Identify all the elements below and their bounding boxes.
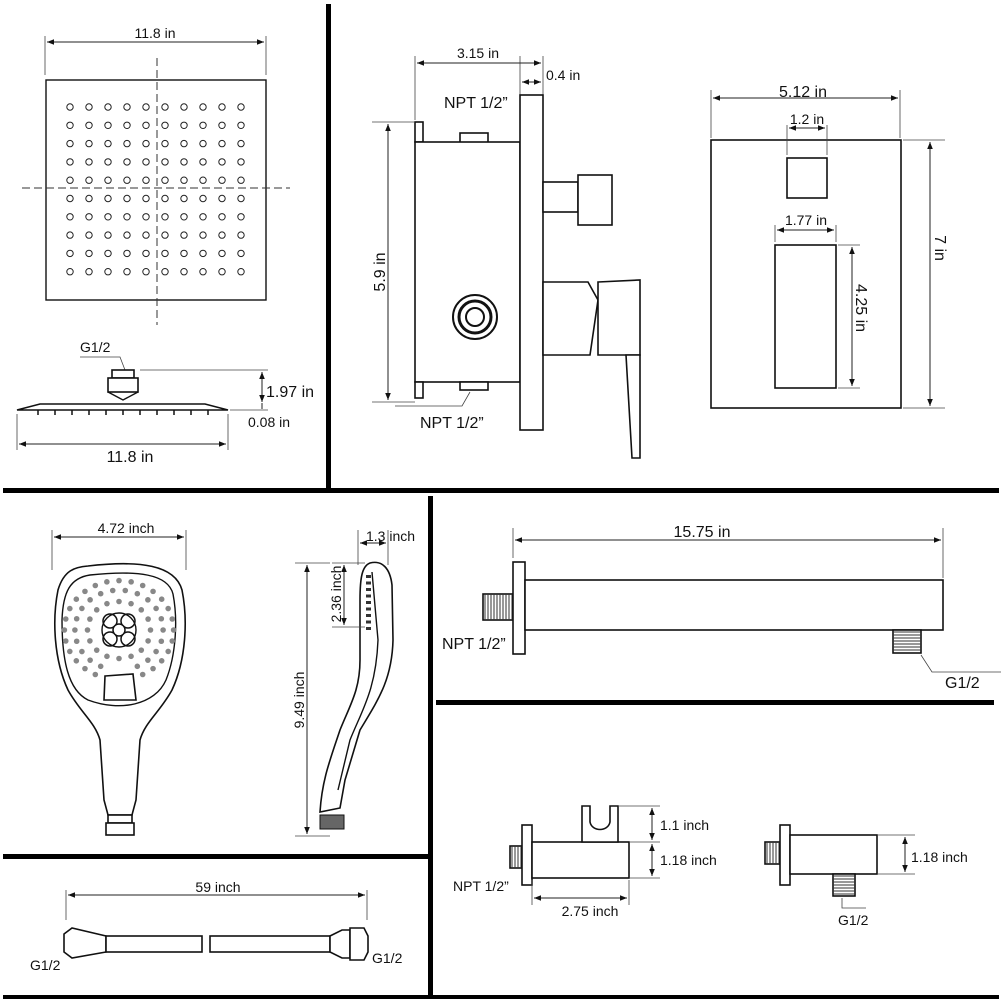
rain-head-width-side-label: 11.8 in	[107, 449, 154, 466]
rain-head-side-view	[16, 403, 229, 411]
hand-shower-width-label: 4.72 inch	[98, 520, 155, 536]
shower-arm-panel: 15.75 in NPT 1/2” G1/2	[442, 524, 1001, 692]
hose	[63, 927, 369, 961]
shower-arm	[482, 561, 944, 655]
shower-arm-inlet-label: NPT 1/2”	[442, 636, 506, 653]
valve-inlet-top-label: NPT 1/2”	[444, 95, 508, 112]
trim-knob-width-label: 1.2 in	[790, 111, 824, 127]
valve-body	[414, 94, 641, 459]
rain-head-width-label: 11.8 in	[135, 25, 176, 41]
hand-shower-side-view	[319, 561, 394, 830]
hand-shower-length-label: 9.49 inch	[291, 672, 307, 729]
valve-panel: 3.15 in 0.4 in NPT 1/2” 5.9 in NPT 1/2”	[372, 45, 641, 459]
holder-length-label: 2.75 inch	[562, 903, 619, 919]
elbow-height-label: 1.18 inch	[911, 849, 968, 865]
rain-head-top-view	[45, 79, 267, 301]
valve-flange-label: 0.4 in	[546, 67, 580, 83]
rain-head-height-label: 1.97 in	[266, 384, 314, 401]
rain-head-nozzles	[66, 103, 245, 276]
shower-arm-length-label: 15.75 in	[674, 524, 731, 541]
trim-width-label: 5.12 in	[779, 84, 827, 101]
valve-depth-label: 3.15 in	[457, 45, 499, 61]
rain-head-panel: 11.8 in G1/2 1.97 in 0.08 in 11.8 in	[16, 25, 314, 466]
elbow-inlet-thread	[766, 842, 780, 864]
hand-shower-depth-label: 1.3 inch	[366, 528, 415, 544]
hand-shower-nozzles	[61, 577, 177, 678]
hose-end-right-label: G1/2	[372, 950, 403, 966]
trim-knob	[786, 157, 828, 199]
trim-handle-width-label: 1.77 in	[785, 212, 827, 228]
shower-arm-outlet-label: G1/2	[945, 675, 980, 692]
valve-inlet-bottom-label: NPT 1/2”	[420, 415, 484, 432]
hand-shower-side-nozzles	[366, 575, 371, 630]
panel-separators	[3, 4, 999, 999]
trim-height-label: 7 in	[931, 235, 948, 261]
hand-shower-front-view	[54, 562, 186, 836]
shower-arm-inlet-thread	[484, 594, 513, 620]
holder-body-height-label: 1.18 inch	[660, 852, 717, 868]
holder	[509, 805, 630, 886]
hand-shower-panel: 4.72 inch 1.3 inch 2.	[51, 520, 415, 837]
wall-elbow	[764, 824, 878, 897]
hose-length-label: 59 inch	[195, 879, 240, 895]
holder-inlet-label: NPT 1/2”	[453, 878, 509, 894]
elbow-outlet-label: G1/2	[838, 912, 869, 928]
holder-panel: 1.1 inch 1.18 inch 2.75 inch NPT 1/2” 1.…	[453, 805, 968, 928]
hand-shower-head-length-label: 2.36 inch	[328, 566, 344, 623]
holder-bracket-height-label: 1.1 inch	[660, 817, 709, 833]
elbow-outlet-thread	[833, 875, 855, 895]
valve-height-label: 5.9 in	[372, 252, 389, 291]
trim-plate-panel: 5.12 in 1.2 in 1.77 in 4.25 in 7 in	[710, 84, 948, 409]
rain-head-thread-label: G1/2	[80, 339, 111, 355]
shower-arm-outlet-thread	[893, 631, 921, 651]
hose-panel: 59 inch G1/2 G1/2	[30, 879, 403, 973]
trim-handle	[774, 244, 837, 389]
rain-head-thickness-label: 0.08 in	[248, 414, 290, 430]
rain-head-side-nozzles	[37, 410, 209, 415]
hose-end-left-label: G1/2	[30, 957, 61, 973]
trim-handle-height-label: 4.25 in	[852, 284, 869, 332]
